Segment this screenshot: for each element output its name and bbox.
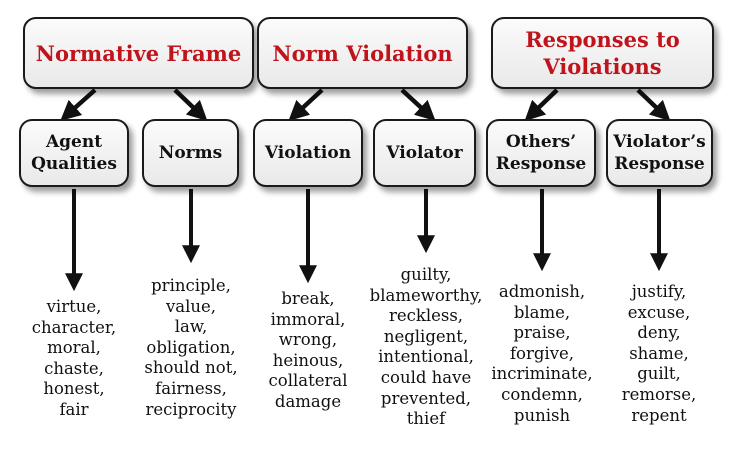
norm-violation-label: Norm Violation: [272, 40, 453, 66]
word: moral,: [47, 338, 101, 358]
responses-to-violations-box: Responses to Violations: [491, 17, 714, 89]
violators-response-word-list: justify, excuse, deny, shame, guilt, rem…: [599, 282, 719, 426]
arrow-violation-to-violator: [400, 88, 436, 122]
word: deny,: [637, 323, 681, 343]
violators-response-label-line2: Response: [614, 154, 705, 174]
word: virtue,: [46, 297, 102, 316]
agent-qualities-box: Agent Qualities: [19, 119, 129, 187]
violation-label: Violation: [264, 143, 352, 163]
word: shame,: [629, 343, 689, 363]
arrow-responses-to-violator-response: [636, 88, 671, 122]
word: remorse,: [621, 384, 697, 404]
word: should not,: [144, 358, 238, 378]
word: immoral,: [270, 309, 346, 329]
arrow-frame-to-norms: [173, 88, 208, 122]
word: blameworthy,: [369, 285, 483, 305]
word: condemn,: [501, 384, 583, 404]
word: reckless,: [388, 306, 464, 326]
word: prevented,: [380, 388, 472, 408]
word: repent: [631, 405, 687, 425]
arrow-violation-to-violation: [288, 88, 324, 122]
norms-box: Norms: [142, 119, 239, 187]
word: reciprocity: [145, 399, 237, 419]
word: admonish,: [498, 282, 586, 301]
agent-qualities-label-line2: Qualities: [31, 154, 117, 174]
violation-word-list: break, immoral, wrong, heinous, collater…: [248, 289, 368, 413]
agent-qualities-word-list: virtue, character, moral, chaste, honest…: [14, 297, 134, 421]
word: heinous,: [272, 350, 344, 370]
word: blame,: [513, 302, 571, 322]
violators-response-box: Violator’s Response: [606, 119, 713, 187]
word: negligent,: [383, 326, 469, 346]
word: intentional,: [378, 347, 474, 367]
norm-violation-box: Norm Violation: [257, 17, 468, 89]
violation-box: Violation: [253, 119, 363, 187]
word: could have: [380, 367, 472, 387]
word: justify,: [631, 282, 687, 301]
violator-label: Violator: [386, 143, 463, 163]
agent-qualities-label-line1: Agent: [45, 132, 103, 152]
word: break,: [281, 289, 335, 308]
others-response-label-line1: Others’: [505, 132, 577, 152]
word: guilt,: [637, 364, 681, 384]
norms-word-list: principle, value, law, obligation, shoul…: [131, 276, 251, 420]
word: excuse,: [627, 302, 691, 322]
word: incriminate,: [491, 364, 593, 384]
violators-response-label-line1: Violator’s: [613, 132, 706, 152]
violator-box: Violator: [373, 119, 476, 187]
word: damage: [274, 391, 342, 411]
word: forgive,: [509, 343, 575, 363]
arrow-responses-to-others: [524, 88, 559, 122]
norms-label: Norms: [158, 143, 223, 163]
word: fairness,: [155, 378, 227, 398]
responses-label-line1: Responses to: [525, 27, 680, 52]
arrow-frame-to-agent-qualities: [60, 88, 97, 121]
word: wrong,: [278, 330, 338, 350]
word: chaste,: [44, 358, 104, 378]
word: law,: [174, 317, 208, 337]
word: value,: [165, 296, 217, 316]
normative-frame-box: Normative Frame: [23, 17, 254, 89]
responses-label-line2: Violations: [543, 54, 662, 79]
word: praise,: [513, 323, 571, 343]
others-response-word-list: admonish, blame, praise, forgive, incrim…: [482, 282, 602, 426]
word: punish: [513, 405, 571, 425]
word: principle,: [151, 276, 231, 295]
violator-word-list: guilty, blameworthy, reckless, negligent…: [366, 265, 486, 430]
word: fair: [59, 399, 89, 419]
word: honest,: [43, 379, 105, 399]
others-response-label-line2: Response: [495, 154, 587, 174]
word: collateral: [268, 371, 348, 391]
word: obligation,: [146, 337, 236, 357]
others-response-box: Others’ Response: [486, 119, 596, 187]
word: guilty,: [400, 265, 452, 284]
normative-frame-label: Normative Frame: [35, 40, 242, 66]
word: character,: [31, 317, 117, 337]
word: thief: [406, 409, 446, 429]
